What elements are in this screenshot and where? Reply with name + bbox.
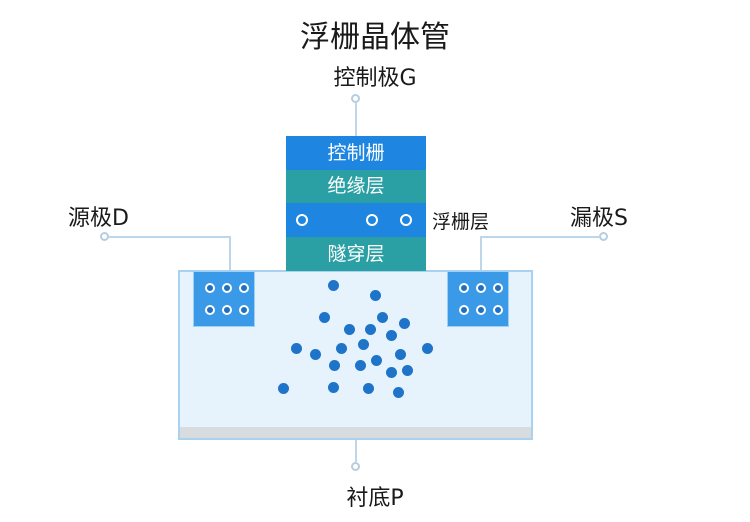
drain-connector-hline: [480, 236, 600, 238]
substrate-carrier: [328, 382, 339, 393]
well-carrier: [493, 305, 503, 315]
well-carrier: [239, 305, 249, 315]
substrate-carrier: [328, 280, 339, 291]
well-carrier: [205, 283, 215, 293]
source-connector-vline: [229, 236, 231, 272]
substrate-connector-node: [351, 462, 360, 471]
floating-gate-electron: [400, 214, 412, 226]
substrate-carrier: [402, 365, 413, 376]
drain-well: [447, 271, 509, 327]
control-gate-layer: 控制栅: [286, 136, 426, 170]
tunnel-layer: 隧穿层: [286, 237, 426, 271]
well-carrier: [493, 283, 503, 293]
gate-connector-node: [351, 94, 360, 103]
well-carrier: [222, 305, 232, 315]
substrate-carrier: [365, 324, 376, 335]
floating-gate-layer: [286, 203, 426, 237]
substrate-carrier: [363, 383, 374, 394]
substrate-carrier: [422, 343, 433, 354]
substrate-carrier: [377, 312, 388, 323]
well-carrier: [476, 305, 486, 315]
well-carrier: [459, 283, 469, 293]
source-well: [193, 271, 255, 327]
source-connector-node: [100, 232, 109, 241]
diagram-title: 浮栅晶体管: [300, 20, 450, 55]
substrate-connector-line: [355, 440, 357, 462]
gate-connector-line: [355, 103, 357, 136]
substrate-carrier: [336, 343, 347, 354]
substrate-carrier: [386, 367, 397, 378]
well-carrier: [239, 283, 249, 293]
substrate-carrier: [358, 339, 369, 350]
well-carrier: [205, 305, 215, 315]
substrate-carrier: [395, 349, 406, 360]
source-connector-hline: [109, 236, 231, 238]
floating-gate-electron: [296, 214, 308, 226]
substrate-carrier: [319, 312, 330, 323]
drain-connector-vline: [480, 236, 482, 272]
well-carrier: [459, 305, 469, 315]
drain-connector-node: [599, 232, 608, 241]
substrate-carrier: [344, 324, 355, 335]
well-carrier: [222, 283, 232, 293]
substrate-label: 衬底P: [346, 486, 404, 511]
substrate-carrier: [329, 360, 340, 371]
substrate-carrier: [291, 343, 302, 354]
well-carrier: [476, 283, 486, 293]
insulation-layer: 绝缘层: [286, 170, 426, 203]
substrate-carrier: [393, 387, 404, 398]
substrate-carrier: [370, 290, 381, 301]
substrate-base-strip: [180, 427, 531, 438]
drain-label: 漏极S: [570, 206, 628, 231]
floating-gate-label: 浮栅层: [432, 211, 490, 233]
gate-label: 控制极G: [333, 66, 417, 91]
source-label: 源极D: [68, 206, 129, 231]
substrate-carrier: [355, 360, 366, 371]
substrate-carrier: [386, 330, 397, 341]
substrate-carrier: [278, 383, 289, 394]
substrate-carrier: [310, 349, 321, 360]
floating-gate-electron: [366, 214, 378, 226]
substrate-carrier: [399, 318, 410, 329]
substrate-carrier: [371, 355, 382, 366]
